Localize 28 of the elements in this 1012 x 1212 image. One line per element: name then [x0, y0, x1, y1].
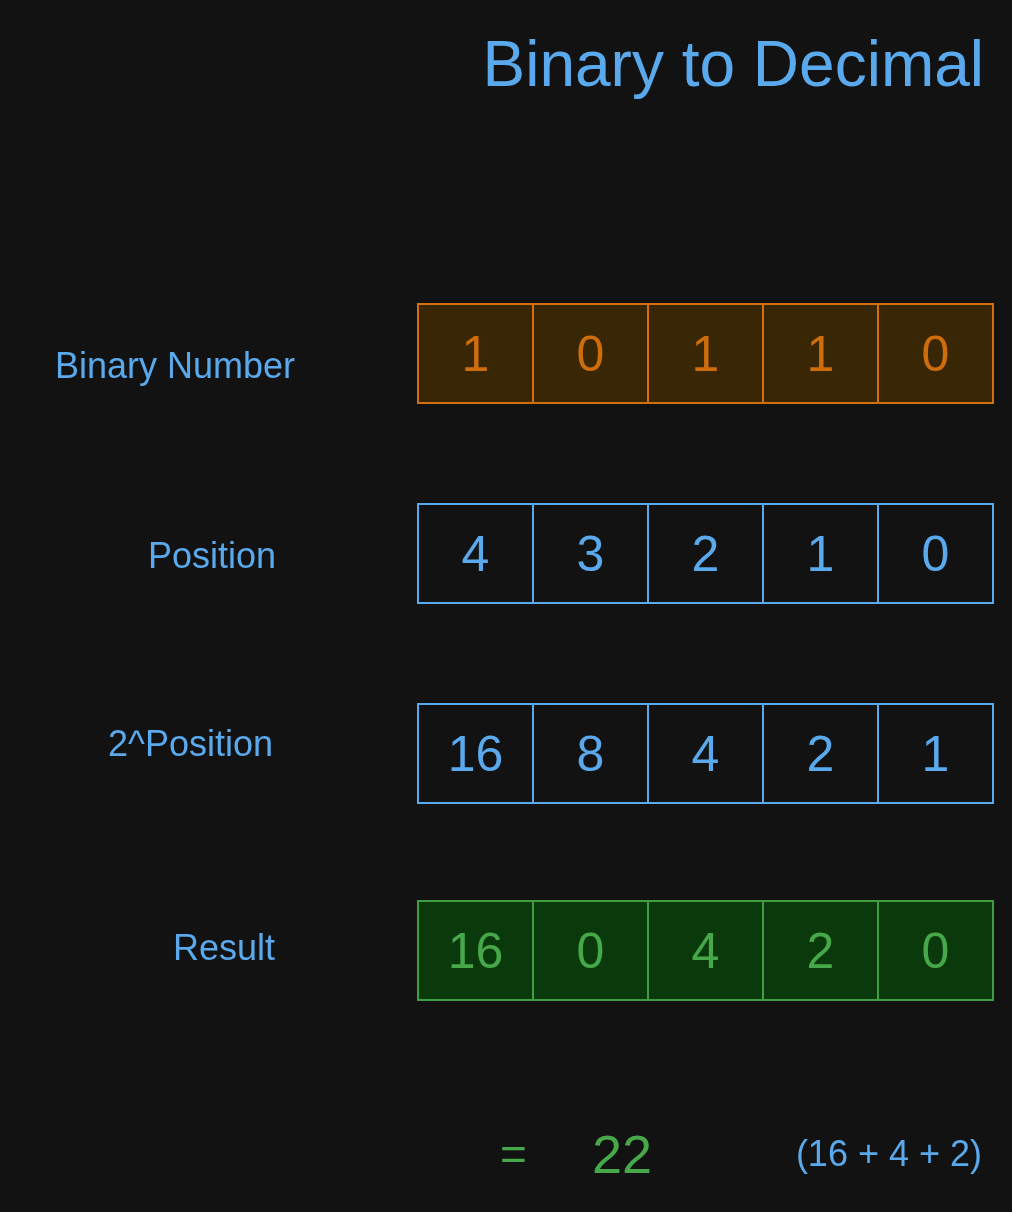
diagram-title: Binary to Decimal	[482, 28, 984, 100]
result-value: 22	[592, 1124, 653, 1184]
sum-expression: (16 + 4 + 2)	[795, 1132, 982, 1176]
equals-sign: =	[500, 1127, 527, 1182]
value-cell: 4	[647, 900, 764, 1001]
row-label: Result	[172, 926, 275, 970]
value-cell: 0	[532, 900, 649, 1001]
value-cell: 1	[417, 303, 534, 404]
value-cell: 16	[417, 703, 534, 804]
row-label: 2^Position	[108, 722, 273, 766]
value-cell: 0	[877, 503, 994, 604]
value-cell: 2	[762, 703, 879, 804]
value-cell: 8	[532, 703, 649, 804]
value-cell: 2	[762, 900, 879, 1001]
value-cell: 16	[417, 900, 534, 1001]
value-cell: 4	[417, 503, 534, 604]
value-cell: 1	[647, 303, 764, 404]
value-cell: 1	[877, 703, 994, 804]
value-cell: 0	[877, 900, 994, 1001]
value-cell: 0	[532, 303, 649, 404]
value-cell: 2	[647, 503, 764, 604]
value-cell: 3	[532, 503, 649, 604]
value-cell: 1	[762, 503, 879, 604]
row-label: Binary Number	[54, 344, 295, 388]
value-cell: 4	[647, 703, 764, 804]
value-cell: 0	[877, 303, 994, 404]
row-label: Position	[147, 534, 276, 578]
value-cell: 1	[762, 303, 879, 404]
